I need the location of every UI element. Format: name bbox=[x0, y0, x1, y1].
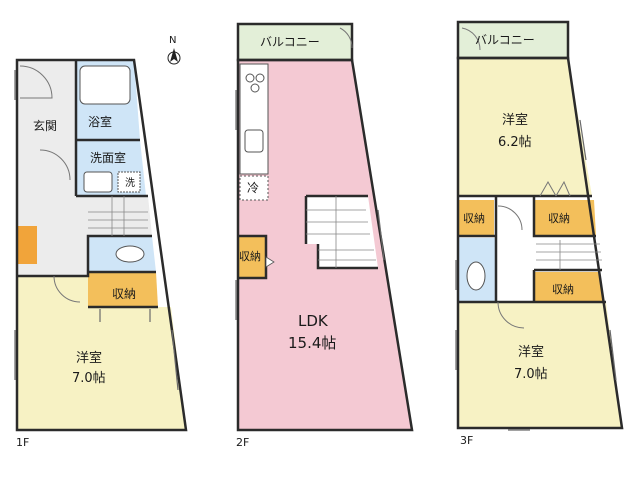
compass-label: N bbox=[169, 35, 176, 46]
label-fridge: 冷 bbox=[247, 181, 259, 195]
room-balcony-3f bbox=[458, 22, 568, 58]
bathtub-1f bbox=[79, 65, 131, 105]
inner-walls-2f bbox=[238, 194, 378, 280]
washer-box bbox=[117, 171, 141, 193]
label-ldk-size: 15.4帖 bbox=[288, 334, 336, 352]
windows-3f bbox=[455, 119, 617, 431]
label-storage-3f-lower: 収納 bbox=[552, 283, 574, 296]
stove-burner-2 bbox=[255, 73, 265, 83]
room-entrance bbox=[17, 60, 76, 276]
inner-walls-3f bbox=[458, 194, 606, 304]
sink-1f bbox=[83, 171, 113, 193]
kitchen-counter bbox=[239, 63, 269, 175]
floor-3f: バルコニー 洋室 6.2帖 収納 収納 収納 洋室 7.0帖 3F bbox=[455, 20, 624, 447]
room-storage-1f bbox=[88, 272, 158, 307]
toilet-bowl-3f bbox=[466, 261, 486, 291]
shoe-cabinet bbox=[17, 226, 37, 264]
stove-burner-3 bbox=[250, 83, 260, 93]
label-bedroom-3f-lower-name: 洋室 bbox=[518, 344, 544, 360]
label-washer: 洗 bbox=[125, 177, 135, 189]
label-bedroom-3f-lower-size: 7.0帖 bbox=[514, 367, 548, 382]
room-storage-3f-lower bbox=[534, 272, 604, 302]
floor-label-1f: 1F bbox=[16, 436, 29, 449]
label-bedroom-1f-name: 洋室 bbox=[76, 350, 102, 366]
label-bedroom-1f-size: 7.0帖 bbox=[72, 371, 106, 386]
door-swing-bedroom-1f bbox=[53, 275, 81, 303]
windows-1f bbox=[14, 70, 179, 391]
label-ldk-name: LDK bbox=[298, 312, 329, 330]
floor-label-3f: 3F bbox=[460, 434, 473, 447]
label-balcony-3f: バルコニー bbox=[475, 33, 535, 47]
floor-1f: 玄関 浴室 洗面室 洗 収納 洋室 7.0帖 1F bbox=[14, 58, 188, 449]
room-bedroom-1f bbox=[17, 276, 186, 430]
compass: N bbox=[167, 35, 181, 65]
kitchen-sink bbox=[244, 129, 264, 153]
door-swing-entrance bbox=[19, 65, 53, 99]
hall-3f bbox=[496, 196, 604, 302]
door-swing-washroom bbox=[39, 149, 71, 181]
label-washroom: 洗面室 bbox=[90, 150, 126, 165]
stairs-2f bbox=[306, 196, 376, 268]
door-swing-bedroom-3f bbox=[497, 301, 525, 329]
label-storage-1f: 収納 bbox=[112, 287, 136, 301]
door-swing-balcony-2f bbox=[339, 27, 353, 49]
label-bedroom-3f-upper-size: 6.2帖 bbox=[498, 135, 532, 150]
label-storage-3f-left: 収納 bbox=[463, 212, 485, 225]
outer-wall-1f bbox=[15, 58, 188, 432]
room-bedroom-3f-upper bbox=[458, 58, 592, 196]
fridge-space bbox=[239, 175, 269, 201]
windows-2f bbox=[235, 90, 385, 320]
room-bedroom-3f-lower bbox=[458, 302, 622, 428]
floor-label-2f: 2F bbox=[236, 436, 249, 449]
room-balcony-2f bbox=[238, 24, 352, 60]
room-storage-2f bbox=[238, 236, 266, 278]
label-storage-3f-right: 収納 bbox=[548, 212, 570, 225]
stairs-3f bbox=[536, 240, 602, 270]
stairs-1f bbox=[88, 196, 148, 236]
label-balcony-2f: バルコニー bbox=[260, 35, 320, 49]
floor-2f: バルコニー 冷 収納 LDK 15.4帖 2F bbox=[235, 22, 414, 449]
toilet-bowl-1f bbox=[115, 245, 145, 263]
storage-arrow-2f bbox=[265, 256, 275, 268]
north-arrow-icon bbox=[170, 48, 178, 62]
stove-burner-1 bbox=[245, 73, 255, 83]
label-bedroom-3f-upper-name: 洋室 bbox=[502, 112, 528, 128]
door-swing-balcony-3f bbox=[461, 27, 481, 51]
room-storage-3f-left bbox=[458, 200, 494, 236]
label-entrance: 玄関 bbox=[33, 118, 57, 133]
door-swing-storage-3f bbox=[539, 180, 571, 197]
label-storage-2f: 収納 bbox=[239, 250, 261, 263]
room-storage-3f-right bbox=[534, 200, 596, 236]
outer-wall-3f bbox=[456, 56, 624, 430]
door-swing-wc-3f bbox=[497, 205, 523, 231]
label-bathroom-1f: 浴室 bbox=[88, 114, 112, 129]
outer-wall-2f bbox=[236, 58, 414, 432]
